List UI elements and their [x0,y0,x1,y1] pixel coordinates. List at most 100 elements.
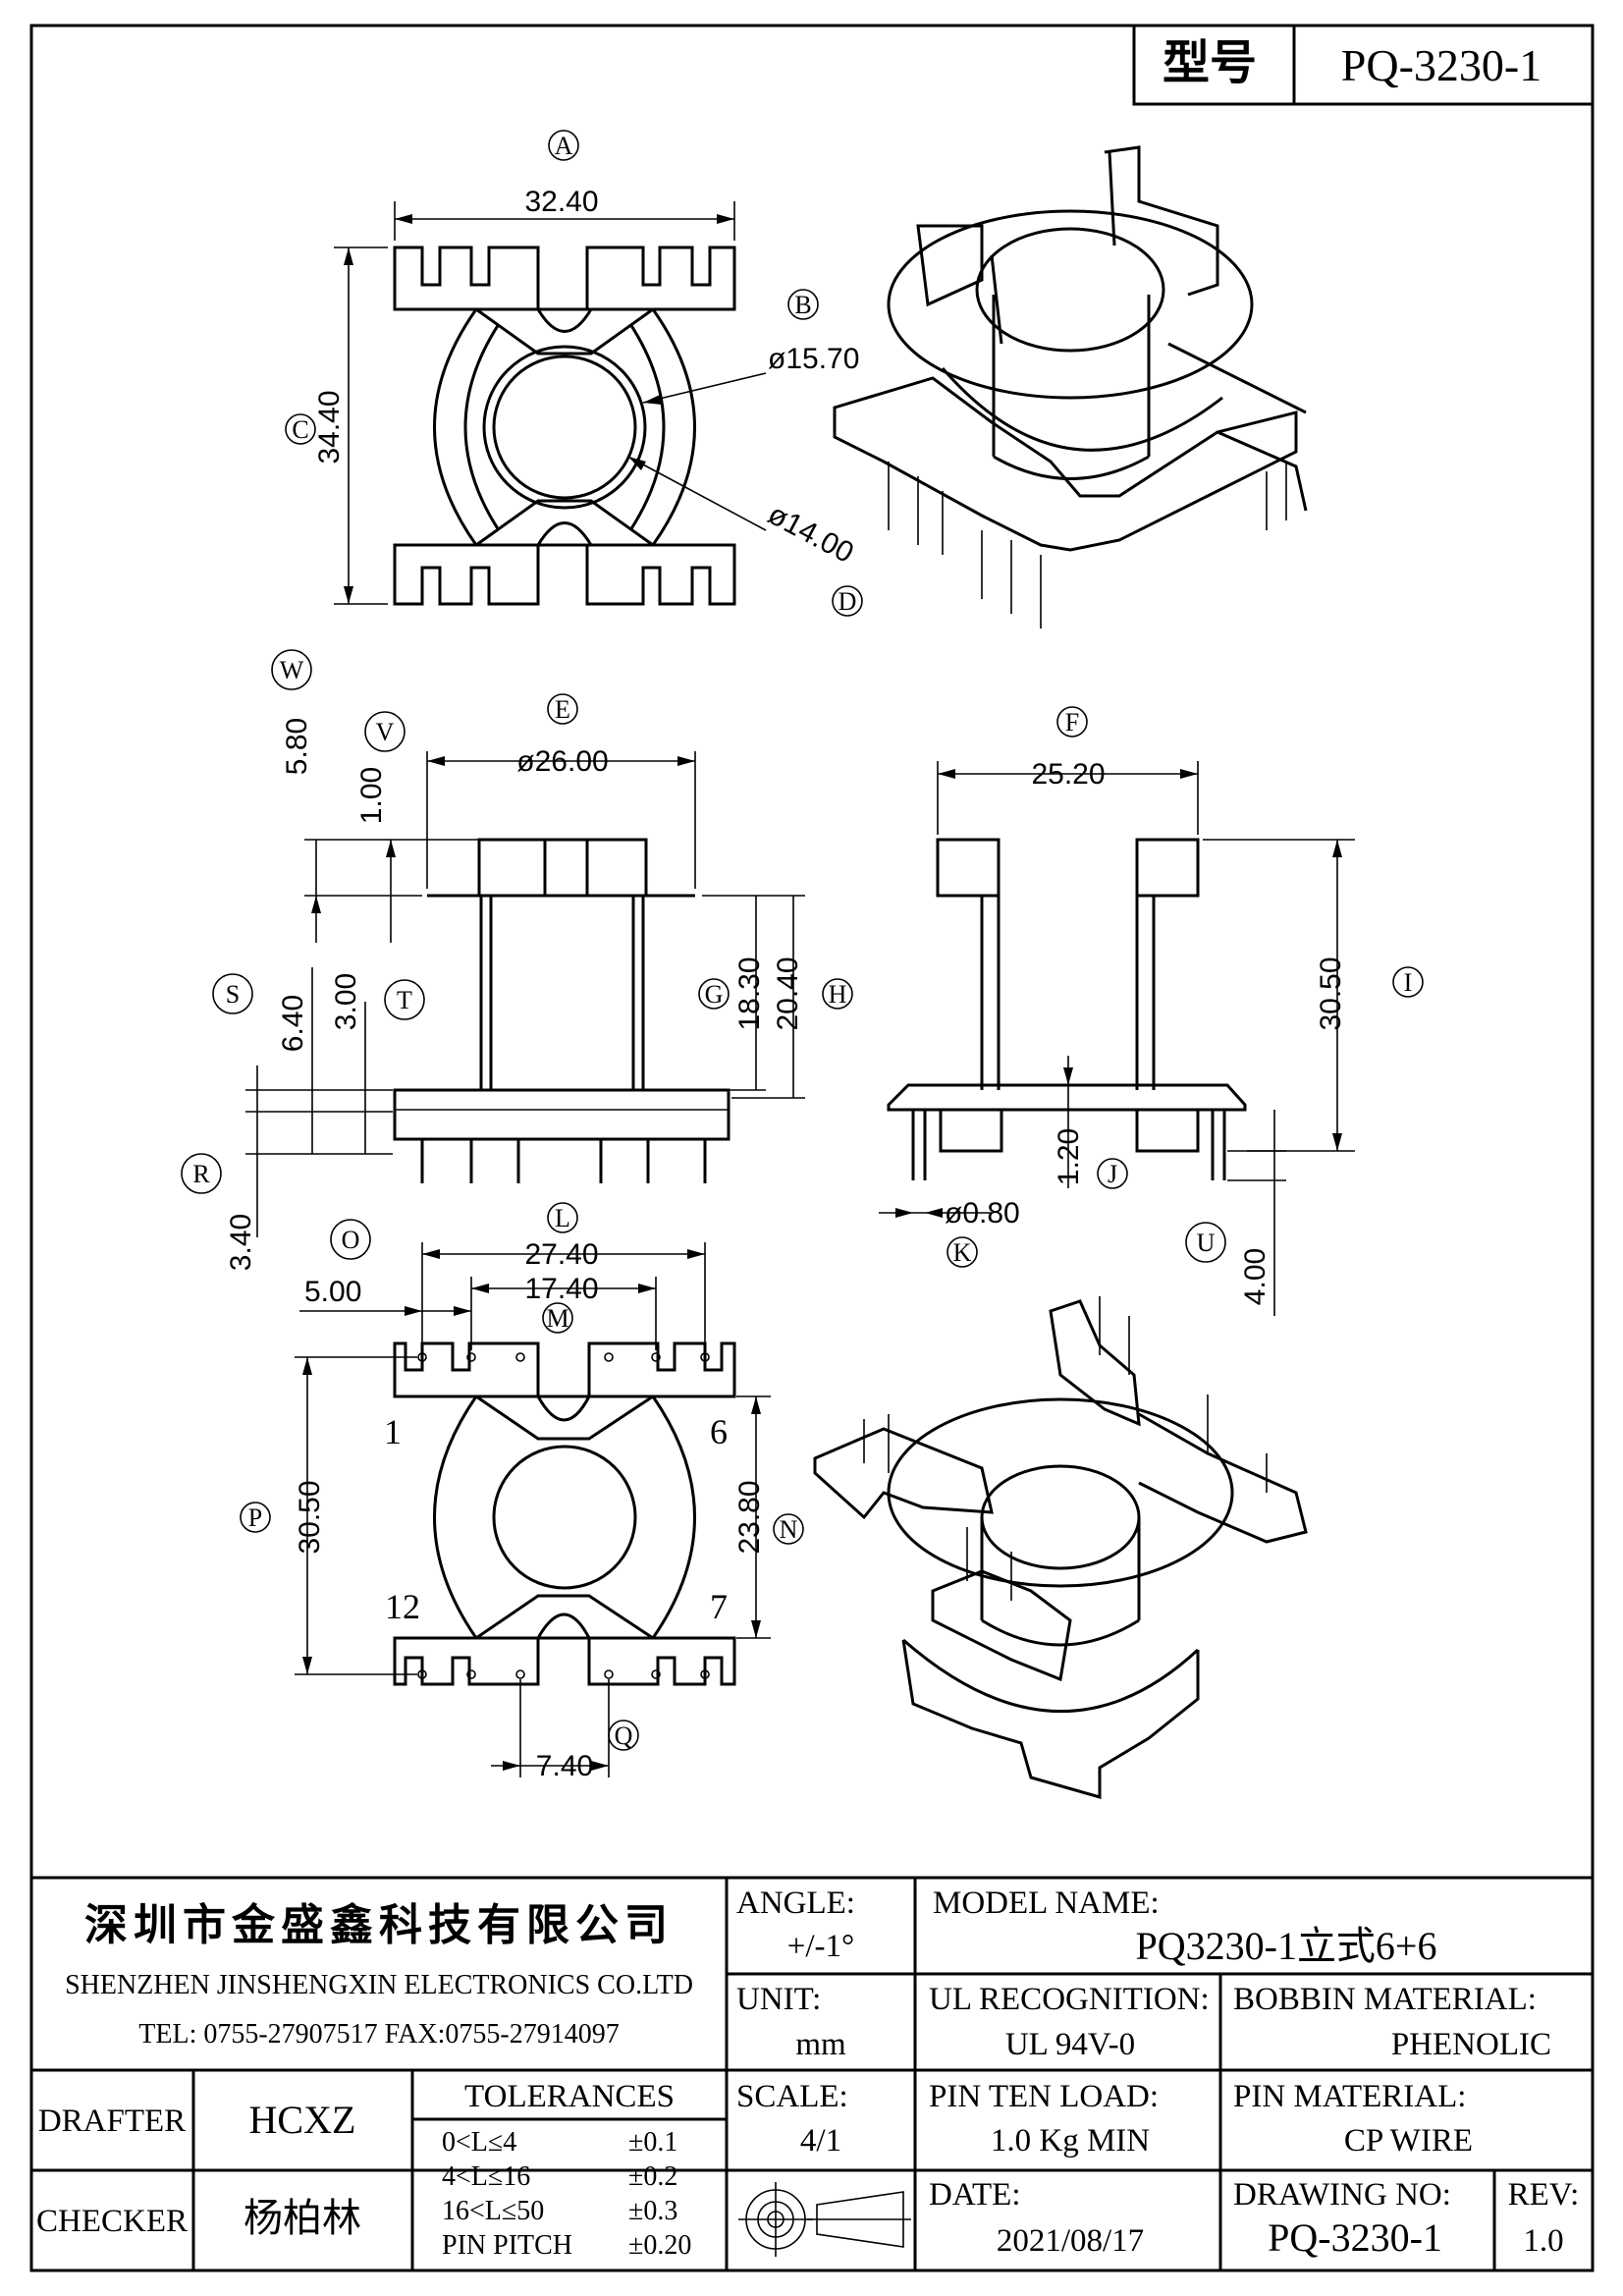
dim-n-label: N [780,1515,798,1544]
dim-a-label: A [555,132,573,160]
pin-6-label: 6 [710,1412,728,1451]
tolerance-range-3: PIN PITCH [442,2230,572,2261]
dim-f-label: F [1065,708,1079,737]
dim-r-label: R [192,1160,210,1188]
dim-t-label: T [397,986,412,1014]
tolerance-value-2: ±0.3 [628,2196,677,2226]
dim-e-value: ø26.00 [516,745,608,778]
dim-t-value: 3.00 [330,973,362,1030]
iso-view-bottom [813,1296,1308,1799]
dim-k-value: ø0.80 [945,1197,1020,1230]
dim-p-value: 30.50 [294,1480,326,1554]
bobbin-material-label: BOBBIN MATERIAL: [1233,1982,1537,2017]
bobbin-material-value: PHENOLIC [1391,2027,1551,2062]
checker-label: CHECKER [36,2204,188,2239]
dim-l-value: 27.40 [524,1238,598,1271]
model-name-value: PQ3230-1立式6+6 [1135,1924,1436,1968]
dim-s-label: S [226,980,240,1009]
ul-recognition-value: UL 94V-0 [1005,2027,1135,2062]
dim-g-value: 18.30 [733,957,766,1030]
scale-value: 4/1 [800,2123,841,2159]
bottom-view: 1 6 12 7 27.40 L 17.40 M 5.00 O 30.50 P [240,1202,804,1782]
dim-u-label: U [1197,1229,1216,1257]
dim-u-value: 4.00 [1239,1248,1271,1305]
dim-h-value: 20.40 [772,957,804,1030]
pin-material-label: PIN MATERIAL: [1233,2079,1466,2114]
dim-o-value: 5.00 [304,1276,361,1308]
company-name-en: SHENZHEN JINSHENGXIN ELECTRONICS CO.LTD [65,1970,693,2000]
dim-a-value: 32.40 [524,186,598,218]
header-model-box: 型号 PQ-3230-1 [1132,24,1595,106]
tolerance-range-2: 16<L≤50 [442,2196,544,2226]
sheet-border [29,24,1595,2272]
checker-value: 杨柏林 [243,2196,361,2240]
unit-label: UNIT: [736,1982,821,2017]
dim-i-value: 30.50 [1315,957,1347,1030]
dim-m-label: M [546,1304,568,1333]
dim-i-label: I [1404,968,1413,997]
scale-label: SCALE: [736,2079,848,2114]
ul-recognition-label: UL RECOGNITION: [929,1982,1210,2017]
dim-m-value: 17.40 [524,1273,598,1305]
drawing-no-label: DRAWING NO: [1233,2177,1451,2213]
dim-e-label: E [555,695,570,724]
iso-view-top [833,145,1308,629]
tolerances-label: TOLERANCES [464,2079,675,2114]
dim-j-label: J [1108,1160,1117,1188]
angle-value: +/-1° [787,1929,854,1964]
tolerance-range-0: 0<L≤4 [442,2127,516,2158]
dim-w-value: 5.80 [281,718,313,775]
dim-p-label: P [248,1503,262,1532]
dim-d-value: ø14.00 [763,498,859,570]
tolerance-range-1: 4<L≤16 [442,2161,530,2192]
projection-symbol-icon [738,2182,911,2257]
drafter-value: HCXZ [249,2098,356,2142]
rev-value: 1.0 [1523,2223,1563,2259]
date-label: DATE: [929,2177,1021,2213]
company-contact: TEL: 0755-27907517 FAX:0755-27914097 [138,2019,619,2050]
dim-b-label: B [794,291,811,319]
pin-load-label: PIN TEN LOAD: [929,2079,1159,2114]
rev-label: REV: [1508,2177,1580,2213]
front-view: ø26.00 E 5.80 1.00 W V 18.30 20.40 G H 6 [181,649,853,1271]
dim-b-value: ø15.70 [768,343,859,375]
side-view: 25.20 F 30.50 I 1.20 J ø0.80 K 4.00 U [879,706,1424,1316]
tolerance-value-0: ±0.1 [628,2127,677,2158]
dim-n-value: 23.80 [733,1480,766,1554]
unit-value: mm [795,2027,846,2062]
title-block: 深圳市金盛鑫科技有限公司 SHENZHEN JINSHENGXIN ELECTR… [31,1876,1593,2270]
dim-l-label: L [555,1204,570,1232]
company-name-cn: 深圳市金盛鑫科技有限公司 [84,1901,674,1949]
drawing-no-value: PQ-3230-1 [1268,2215,1442,2260]
dim-d-label: D [839,587,857,616]
pin-1-label: 1 [384,1412,402,1451]
dim-f-value: 25.20 [1031,758,1105,791]
model-name-label: MODEL NAME: [933,1886,1160,1921]
dim-g-label: G [705,980,724,1009]
drafter-label: DRAFTER [38,2104,186,2139]
dim-h-label: H [829,980,847,1009]
pin-7-label: 7 [710,1587,728,1626]
dim-c-value: 34.40 [313,390,346,464]
dim-o-label: O [342,1226,360,1254]
dim-s-value: 6.40 [277,995,309,1052]
top-view: 32.40 A 34.40 C ø15.70 B ø14.00 D [285,130,863,617]
angle-label: ANGLE: [736,1886,855,1921]
dim-j-value: 1.20 [1053,1128,1085,1185]
dim-q-value: 7.40 [536,1750,593,1782]
header-model-value: PQ-3230-1 [1341,40,1542,90]
dim-c-label: C [292,415,308,444]
pin-load-value: 1.0 Kg MIN [991,2123,1150,2159]
dim-v-value: 1.00 [355,767,388,824]
tolerance-value-3: ±0.20 [628,2230,691,2261]
pin-12-label: 12 [385,1587,420,1626]
dim-q-label: Q [615,1722,633,1750]
header-model-label: 型号 [1163,37,1257,89]
dim-r-value: 3.40 [225,1214,257,1271]
dim-w-label: W [280,656,304,684]
tolerance-value-1: ±0.2 [628,2161,677,2192]
date-value: 2021/08/17 [997,2223,1144,2259]
dim-k-label: K [953,1238,972,1267]
dim-v-label: V [376,718,395,746]
